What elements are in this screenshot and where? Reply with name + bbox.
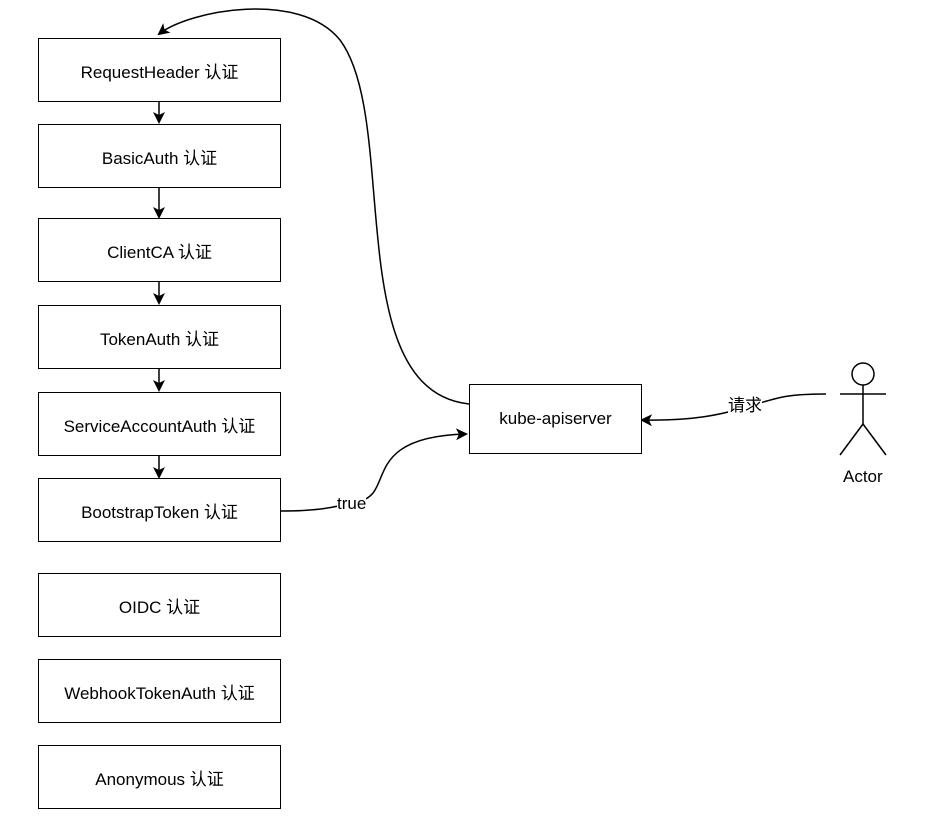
actor-label: Actor (843, 467, 883, 487)
bootstrap-to-server-connector (280, 428, 468, 512)
auth-box-label: TokenAuth 认证 (99, 329, 220, 349)
auth-box-requestheader[interactable]: RequestHeader 认证 (38, 38, 281, 102)
auth-box-label: RequestHeader 认证 (80, 62, 239, 82)
server-to-requestheader-connector (157, 8, 470, 405)
actor-icon (839, 362, 887, 456)
auth-box-anonymous[interactable]: Anonymous 认证 (38, 745, 281, 809)
auth-box-bootstraptoken[interactable]: BootstrapToken 认证 (38, 478, 281, 542)
auth-box-serviceaccountauth[interactable]: ServiceAccountAuth 认证 (38, 392, 281, 456)
true-edge-label: true (337, 494, 367, 514)
auth-box-label: OIDC 认证 (118, 597, 201, 617)
auth-box-tokenauth[interactable]: TokenAuth 认证 (38, 305, 281, 369)
auth-box-label: BasicAuth 认证 (101, 148, 218, 168)
auth-box-label: WebhookTokenAuth 认证 (64, 683, 255, 703)
kube-apiserver-box[interactable]: kube-apiserver (469, 384, 642, 454)
auth-box-webhooktokenauth[interactable]: WebhookTokenAuth 认证 (38, 659, 281, 723)
auth-box-basicauth[interactable]: BasicAuth 认证 (38, 124, 281, 188)
request-edge-label: 请求 (728, 396, 762, 416)
auth-box-label: ServiceAccountAuth 认证 (63, 416, 256, 436)
auth-box-label: Anonymous 认证 (95, 769, 224, 789)
auth-box-oidc[interactable]: OIDC 认证 (38, 573, 281, 637)
auth-box-label: ClientCA 认证 (107, 242, 212, 262)
auth-box-label: BootstrapToken 认证 (81, 502, 238, 522)
auth-box-clientca[interactable]: ClientCA 认证 (38, 218, 281, 282)
kube-apiserver-label: kube-apiserver (499, 409, 612, 428)
